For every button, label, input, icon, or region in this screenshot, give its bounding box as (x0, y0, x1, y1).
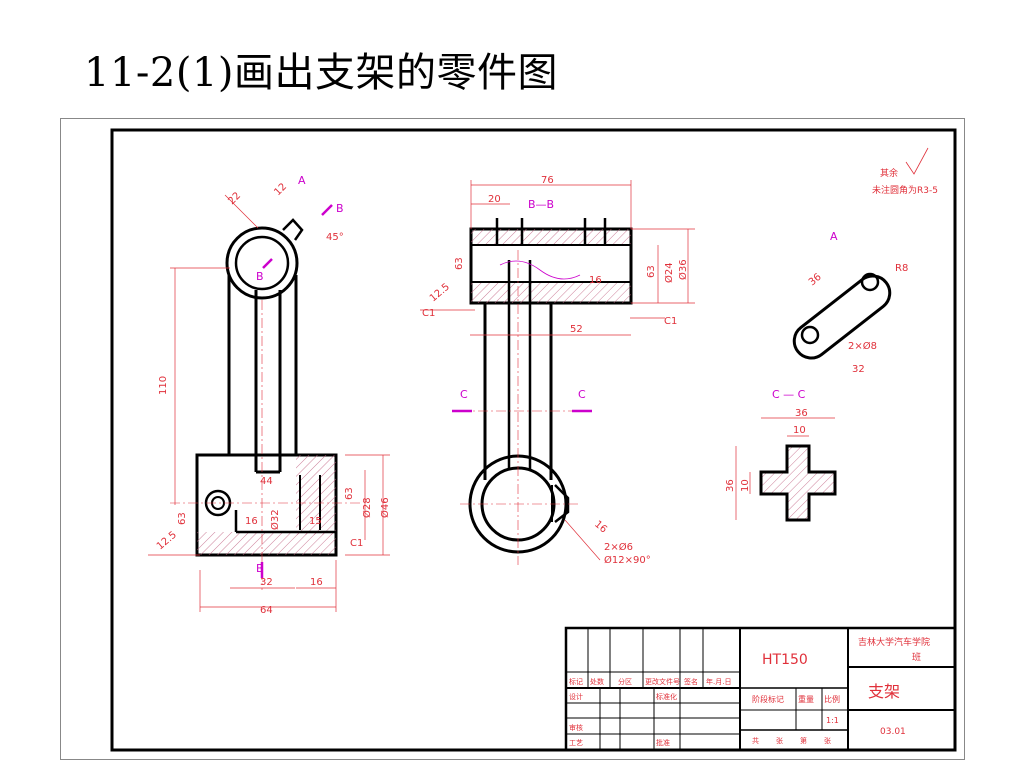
dim-label: 63 (177, 512, 188, 525)
dim-label: C1 (664, 316, 677, 327)
dim-label: R8 (895, 263, 908, 274)
dim-label: 36 (795, 408, 808, 419)
row-label: 处数 (590, 677, 604, 686)
base-hatch (197, 532, 336, 555)
stage-label: 阶段标记 (752, 694, 784, 704)
section-mark: B (256, 270, 264, 283)
row-label: 签名 (684, 677, 698, 686)
standardize-label: 标准化 (656, 692, 677, 701)
page-title: 11-2(1)画出支架的零件图 (84, 50, 559, 96)
sheet-text: 张 (776, 736, 783, 745)
dim-label: Ø28 (361, 497, 373, 518)
section-cc-dims: 36 10 10 36 (725, 408, 808, 492)
notes: 其余 未注圆角为R3-5 (872, 167, 938, 196)
dim-label: 63 (646, 265, 657, 278)
design-label: 设计 (569, 692, 583, 701)
row-label: 标记 (569, 677, 583, 686)
material: HT150 (762, 652, 808, 668)
section-cc (759, 444, 837, 522)
dim-label: Ø32 (269, 509, 281, 530)
dim-label: 20 (488, 194, 501, 205)
dim-label: Ø12×90° (604, 554, 651, 566)
approve-label: 批准 (656, 738, 670, 747)
section-cc-label: C — C (772, 388, 806, 401)
dim-label: 16 (245, 516, 258, 527)
side-section-labels: B—B C C (460, 198, 586, 401)
view-a-link (792, 274, 892, 360)
dim-label: 110 (158, 376, 169, 395)
dim-label: C1 (422, 308, 435, 319)
class-suffix: 班 (912, 651, 921, 663)
dim-label: 12 (272, 181, 289, 198)
view-a-label: A (830, 230, 838, 243)
row-label: 更改文件号 (645, 677, 680, 686)
drawing-no: 03.01 (880, 727, 906, 737)
sheet-text: 共 (752, 736, 759, 745)
dim-label: 15 (309, 516, 322, 527)
cut-mark: C (578, 388, 586, 401)
dim-label: 16 (589, 275, 602, 286)
dim-label: 36 (807, 272, 824, 289)
dim-label: 12.5 (155, 530, 179, 553)
side-view (460, 218, 633, 565)
dim-label: 12.5 (428, 282, 452, 305)
school-name: 吉林大学汽车学院 (858, 636, 930, 648)
drawing-sheet-border (60, 118, 965, 760)
front-view-dimensions (148, 194, 390, 612)
dim-label: 2×Ø8 (848, 340, 877, 352)
dim-label: 22 (226, 190, 243, 207)
dim-label: 44 (260, 476, 273, 487)
dim-label: 64 (260, 605, 273, 616)
boss-inner-circle (234, 235, 290, 291)
row-label: 分区 (618, 677, 632, 686)
dim-label: 32 (852, 364, 865, 375)
fillet-note: 未注圆角为R3-5 (872, 184, 938, 196)
title-block-text: HT150 吉林大学汽车学院 班 支架 比例 1:1 重量 阶段标记 03.01… (569, 636, 930, 747)
dim-label: 16 (310, 577, 323, 588)
dim-label: 16 (592, 519, 609, 536)
surface-note: 其余 (880, 167, 898, 179)
boss-outer-circle (225, 226, 299, 300)
scale-label: 比例 (824, 694, 840, 704)
side-view-dimensions (420, 180, 695, 561)
dim-label: 52 (570, 324, 583, 335)
dim-label: 45° (326, 232, 344, 243)
dim-label: 76 (541, 175, 554, 186)
dim-label: 63 (454, 257, 465, 270)
weight-label: 重量 (798, 694, 814, 704)
sheet-text: 第 (800, 736, 807, 745)
review-label: 审核 (569, 723, 583, 732)
sheet-text: 张 (824, 736, 831, 745)
section-mark: A (298, 174, 306, 187)
process-label: 工艺 (569, 739, 583, 747)
part-name: 支架 (868, 682, 900, 701)
dim-label: Ø24 (663, 262, 675, 283)
cross-section (759, 444, 837, 522)
scale-value: 1:1 (826, 716, 839, 725)
cut-mark: C (460, 388, 468, 401)
dim-label: 10 (740, 479, 751, 492)
dim-label: 2×Ø6 (604, 541, 633, 553)
front-view (170, 218, 360, 590)
section-label: B—B (528, 198, 554, 211)
dim-label: 10 (793, 425, 806, 436)
dim-label: Ø36 (677, 259, 689, 280)
row-label: 年.月.日 (706, 677, 731, 686)
dim-label: 63 (344, 487, 355, 500)
title-block (564, 626, 957, 752)
front-section-marks: A B B B (256, 174, 344, 575)
dim-label: Ø46 (379, 497, 391, 518)
view-a-dims: 36 R8 2×Ø8 32 (807, 263, 908, 375)
dim-label: 32 (260, 577, 273, 588)
section-mark: B (256, 562, 264, 575)
view-a (792, 272, 892, 360)
inner-frame (110, 128, 957, 752)
dim-label: 36 (725, 479, 736, 492)
dim-label: C1 (350, 538, 363, 549)
section-mark: B (336, 202, 344, 215)
